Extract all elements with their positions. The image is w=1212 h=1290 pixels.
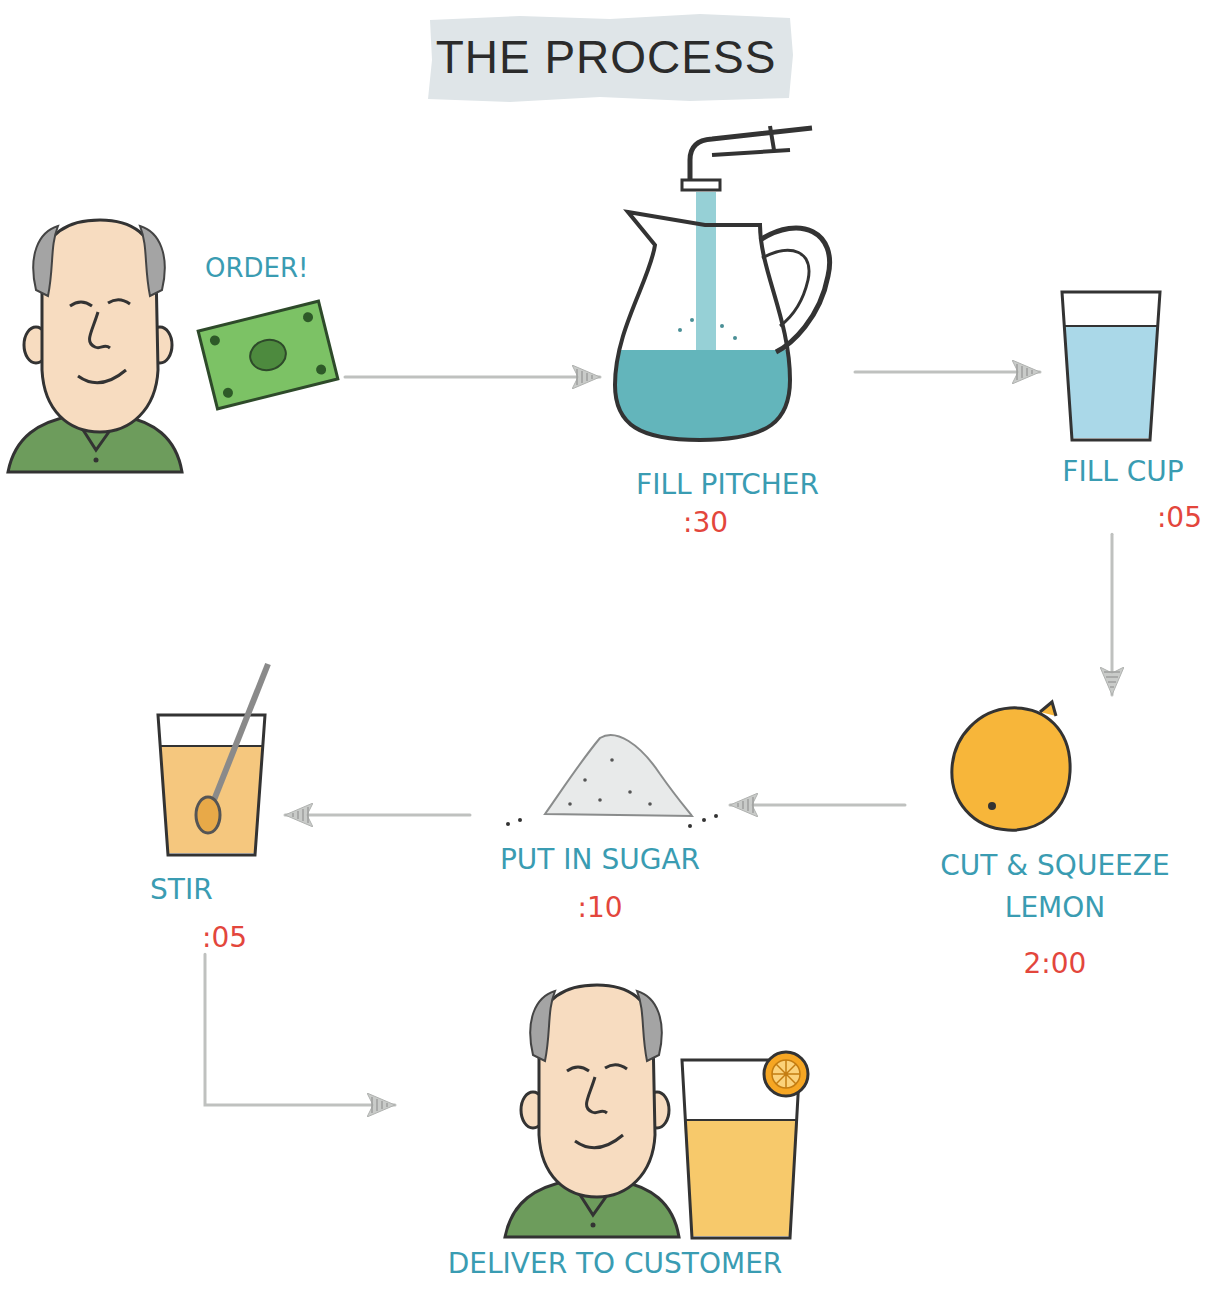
lemonade-glass: [684, 1119, 798, 1121]
diagram-title: THE PROCESS: [0, 30, 1212, 85]
step-time: :30: [578, 506, 833, 540]
lemon: [1040, 702, 1056, 716]
money-bill: [247, 336, 289, 374]
water-cup: [1062, 292, 1160, 440]
money-bill: [302, 311, 314, 323]
process-step: ORDER!: [0, 205, 345, 475]
step-time: :05: [202, 921, 285, 955]
money-bill: [198, 301, 338, 409]
pitcher: [733, 336, 737, 340]
pitcher: [760, 228, 830, 352]
stirred-glass: [160, 745, 263, 747]
pitcher: [615, 212, 790, 440]
sugar-pile: [610, 758, 614, 762]
sugar-pile: [714, 814, 718, 818]
stirred-glass: [158, 715, 265, 855]
step-time: :05: [1040, 501, 1202, 535]
sugar-pile: [518, 818, 522, 822]
sugar-pile: [545, 735, 692, 816]
faucet: [682, 126, 812, 190]
process-step: FILL CUP :05: [1040, 285, 1206, 534]
sugar-pile: [688, 824, 692, 828]
sugar-pile: [568, 802, 572, 806]
lemon: [988, 802, 996, 810]
water-cup: [1065, 326, 1157, 438]
water-stream: [696, 192, 716, 352]
lemonade-glass: [764, 1052, 808, 1096]
step-label: FILL PITCHER: [600, 468, 855, 502]
sugar-pile: [506, 822, 510, 826]
lemonade-glass: [682, 1052, 808, 1238]
process-step: STIR :05: [140, 655, 285, 954]
flow-arrow: [205, 954, 395, 1105]
process-step: PUT IN SUGAR :10: [470, 715, 730, 924]
process-step: DELIVER TO CUSTOMER: [395, 972, 835, 1281]
water-stream: [696, 192, 716, 352]
sugar-pile: [583, 778, 587, 782]
step-label: PUT IN SUGAR: [470, 843, 730, 877]
pitcher: [720, 324, 724, 328]
customer-figure: [8, 220, 182, 472]
stirred-glass: [160, 746, 263, 853]
pitcher: [600, 350, 800, 450]
step-label: CUT & SQUEEZE LEMON: [930, 845, 1180, 929]
pitcher: [690, 318, 694, 322]
flow-arrow: [285, 814, 470, 817]
connector-group: [205, 372, 1112, 1105]
callout-text: ORDER!: [205, 253, 345, 284]
money-bill: [222, 387, 234, 399]
sugar-pile: [506, 735, 718, 828]
lemonade-glass: [682, 1060, 800, 1238]
faucet: [712, 150, 790, 155]
money-bill: [315, 364, 327, 376]
sugar-pile: [702, 818, 706, 822]
flow-arrow: [730, 804, 905, 807]
lemonade-glass: [772, 1060, 800, 1088]
step-label: FILL CUP: [1040, 455, 1206, 489]
stirred-glass: [196, 797, 220, 833]
lemonade-glass: [684, 1120, 798, 1236]
flow-arrow: [855, 371, 1040, 374]
step-time: :10: [470, 891, 730, 925]
water-cup: [1062, 292, 1160, 440]
process-step: CUT & SQUEEZE LEMON 2:00: [905, 695, 1205, 981]
faucet: [682, 180, 720, 190]
stirred-glass: [214, 664, 268, 800]
process-step: FILL PITCHER:30: [600, 120, 855, 539]
lemon: [952, 708, 1070, 830]
sugar-pile: [598, 798, 602, 802]
money-bill: [198, 301, 338, 409]
pitcher: [762, 250, 809, 326]
stirred-glass: [158, 664, 268, 855]
money-bill: [209, 334, 221, 346]
faucet: [770, 126, 774, 150]
step-time: 2:00: [905, 947, 1205, 981]
step-label: DELIVER TO CUSTOMER: [395, 1247, 835, 1281]
sugar-pile: [628, 790, 632, 794]
pitcher: [600, 212, 830, 450]
pitcher: [678, 328, 682, 332]
flow-arrow: [1111, 534, 1114, 695]
flow-arrow: [345, 376, 600, 379]
sugar-pile: [648, 802, 652, 806]
customer-figure: [505, 985, 679, 1237]
water-cup: [1065, 325, 1157, 327]
lemon: [952, 702, 1070, 830]
step-label: STIR: [150, 873, 285, 907]
lemonade-glass: [772, 1060, 800, 1088]
